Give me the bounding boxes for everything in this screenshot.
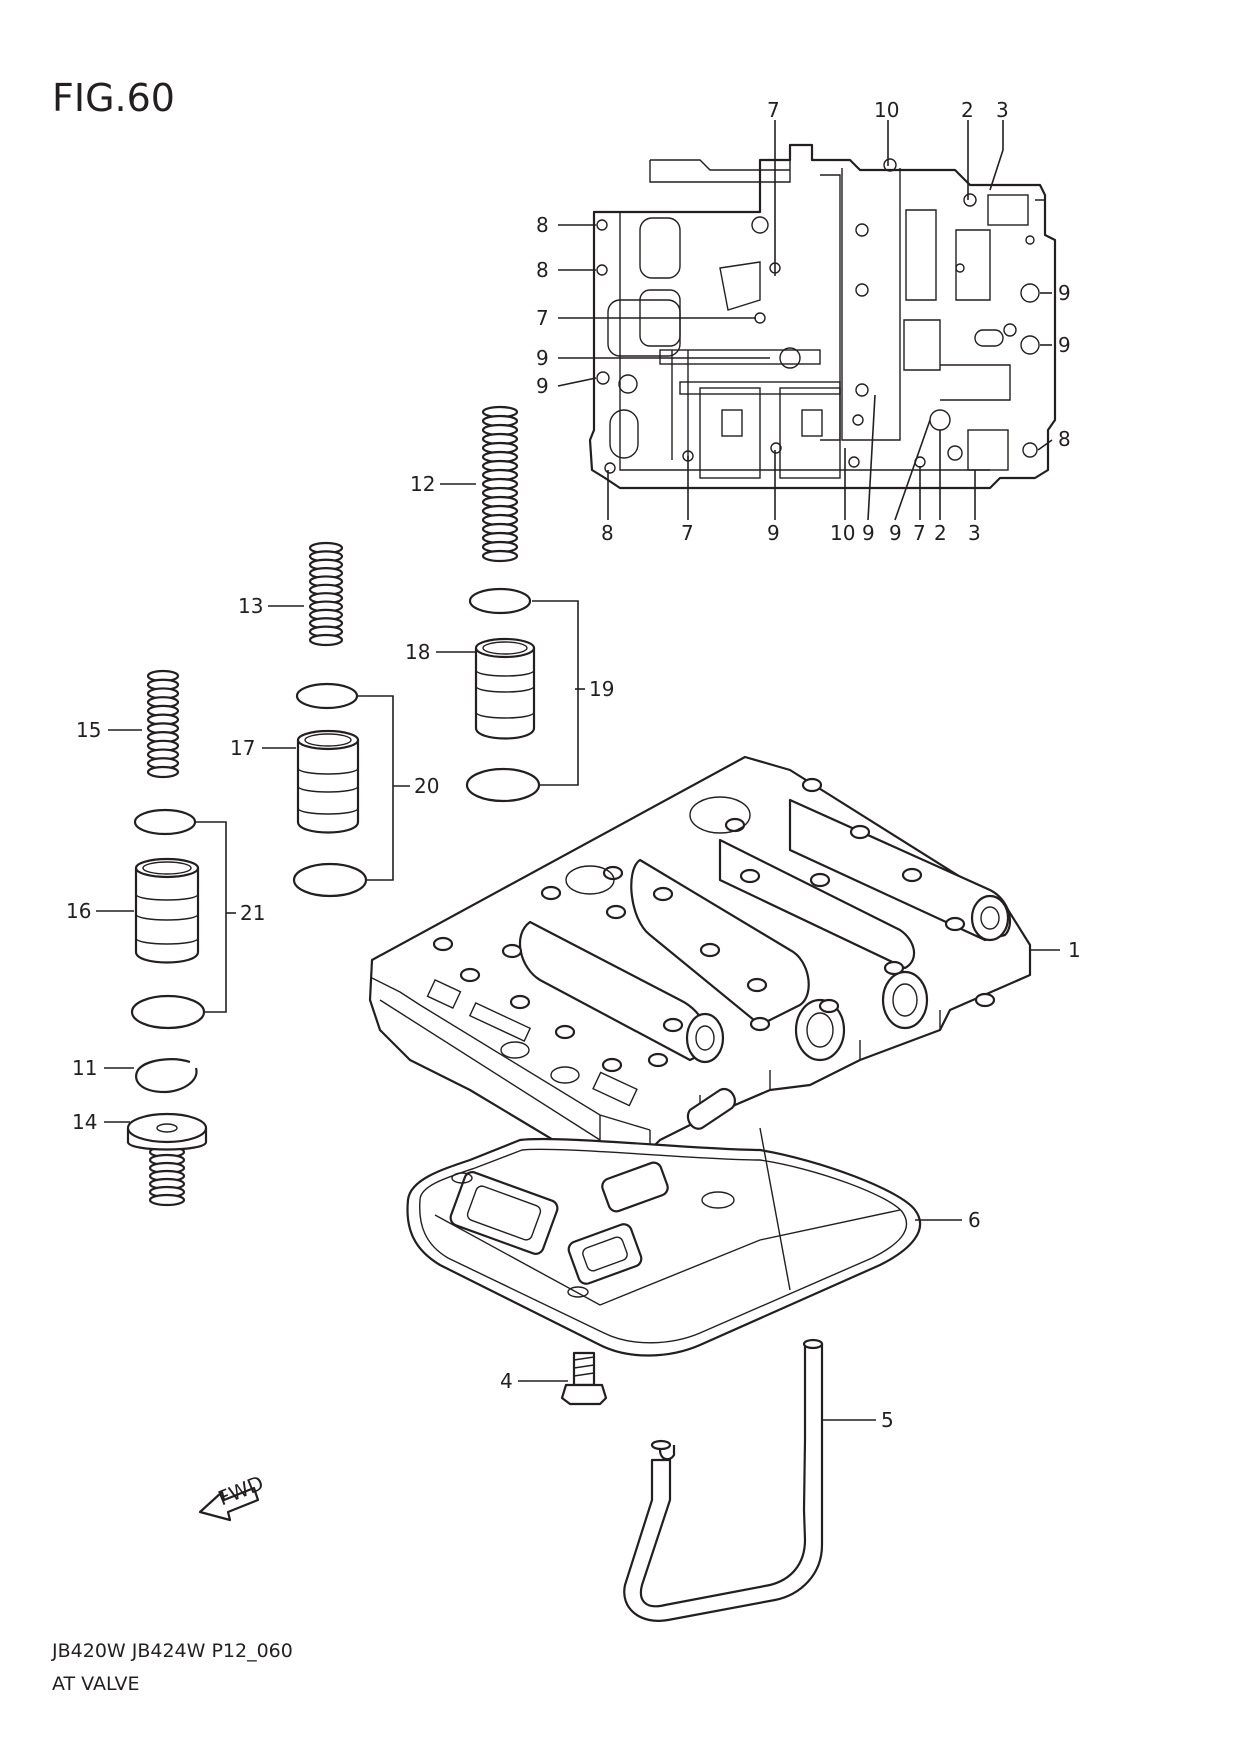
fwd-arrow-icon: FWD xyxy=(198,1471,267,1522)
figure-title: FIG.60 xyxy=(52,76,175,120)
plug-14 xyxy=(126,1112,208,1151)
bolt-head xyxy=(432,936,454,952)
leader-lines xyxy=(96,120,1060,1421)
spring-15 xyxy=(146,669,180,779)
spring-coil xyxy=(308,633,344,647)
bolt-head xyxy=(554,1024,576,1040)
bolt-head xyxy=(746,977,768,993)
bolt-head xyxy=(501,943,523,959)
bolt-head xyxy=(605,904,627,920)
bolt-head xyxy=(699,942,721,958)
callout-9: 9 xyxy=(536,346,549,370)
spring-coil xyxy=(481,549,519,563)
bolt-head xyxy=(662,1017,684,1033)
callout-8: 8 xyxy=(536,213,549,237)
callout-9: 9 xyxy=(889,521,902,545)
callout-7: 7 xyxy=(913,521,926,545)
valve-body-assembly-1 xyxy=(368,755,1032,1162)
callout-9: 9 xyxy=(767,521,780,545)
spring-12 xyxy=(481,405,519,563)
callout-1: 1 xyxy=(1068,938,1081,962)
bolt-head xyxy=(849,824,871,840)
callout-7: 7 xyxy=(536,306,549,330)
pipe-5 xyxy=(623,1338,824,1622)
diagram-code: JB420W JB424W P12_060 xyxy=(52,1640,293,1662)
callout-7: 7 xyxy=(767,98,780,122)
callout-5: 5 xyxy=(881,1408,894,1432)
callout-17: 17 xyxy=(230,736,255,760)
spring-coil xyxy=(146,765,180,779)
bolt-head xyxy=(509,994,531,1010)
callout-9: 9 xyxy=(862,521,875,545)
callout-8: 8 xyxy=(601,521,614,545)
spring-coil xyxy=(148,1193,186,1207)
bolt-head xyxy=(601,1057,623,1073)
callout-15: 15 xyxy=(76,718,101,742)
callout-3: 3 xyxy=(996,98,1009,122)
callout-13: 13 xyxy=(238,594,263,618)
o-ring-21-bottom xyxy=(130,994,206,1030)
callout-2: 2 xyxy=(934,521,947,545)
bolt-head xyxy=(652,886,674,902)
o-ring-21-top xyxy=(133,808,197,836)
callout-2: 2 xyxy=(961,98,974,122)
callout-10: 10 xyxy=(874,98,899,122)
bolt-head xyxy=(901,867,923,883)
callout-3: 3 xyxy=(968,521,981,545)
spring-13 xyxy=(308,541,344,647)
bolt-head xyxy=(459,967,481,983)
o-ring-20-top xyxy=(295,682,359,710)
valve-body-plan-view xyxy=(588,143,1057,490)
callout-20: 20 xyxy=(414,774,439,798)
bolt-head xyxy=(818,998,840,1014)
bolt-4 xyxy=(560,1351,608,1406)
o-ring-20-bottom xyxy=(292,862,368,898)
callout-18: 18 xyxy=(405,640,430,664)
callout-16: 16 xyxy=(66,899,91,923)
callout-19: 19 xyxy=(589,677,614,701)
o-ring-19-bottom xyxy=(465,767,541,803)
bolt-head xyxy=(647,1052,669,1068)
bolt-head xyxy=(883,960,905,976)
bolt-head xyxy=(749,1016,771,1032)
bolt-head xyxy=(944,916,966,932)
callout-8: 8 xyxy=(536,258,549,282)
callout-14: 14 xyxy=(72,1110,97,1134)
callout-12: 12 xyxy=(410,472,435,496)
callout-21: 21 xyxy=(240,901,265,925)
oil-strainer-6 xyxy=(406,1127,922,1357)
callout-labels: 7 10 2 3 8 8 7 9 9 9 9 8 8 7 9 10 9 9 7 … xyxy=(66,98,1081,1432)
sleeve-18 xyxy=(474,637,536,740)
callout-6: 6 xyxy=(968,1208,981,1232)
bolt-head xyxy=(540,885,562,901)
snap-ring-11 xyxy=(135,1058,198,1094)
sleeve-16 xyxy=(134,857,200,964)
callout-4: 4 xyxy=(500,1369,513,1393)
o-ring-19-top xyxy=(468,587,532,615)
callout-11: 11 xyxy=(72,1056,97,1080)
spring-14 xyxy=(148,1145,186,1207)
callout-9: 9 xyxy=(536,374,549,398)
bolt-head xyxy=(602,865,624,881)
callout-10: 10 xyxy=(830,521,855,545)
bolt-head xyxy=(724,817,746,833)
callout-8: 8 xyxy=(1058,427,1071,451)
callout-9: 9 xyxy=(1058,333,1071,357)
sleeve-17 xyxy=(296,729,360,834)
bolt-head xyxy=(974,992,996,1008)
callout-7: 7 xyxy=(681,521,694,545)
bolt-head xyxy=(809,872,831,888)
bolt-head xyxy=(739,868,761,884)
diagram-name: AT VALVE xyxy=(52,1673,140,1695)
callout-9: 9 xyxy=(1058,281,1071,305)
bolt-head xyxy=(801,777,823,793)
